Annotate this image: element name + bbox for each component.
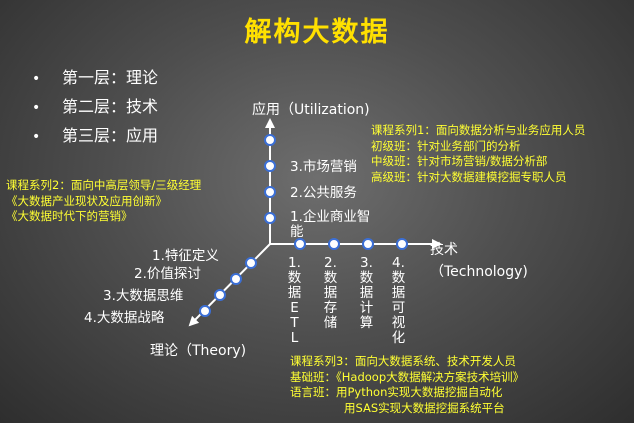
theory-node-label: 3.大数据思维 [103,288,184,304]
course-series-heading: 课程系列2：面向中高层领导/三级经理 [6,178,202,192]
layer-item: • 第一层：理论 [32,64,158,93]
utilization-node [264,212,276,224]
course-item: 基础班：《Hadoop大数据解决方案技术培训》 [290,369,525,384]
course-item: 用SAS实现大数据挖掘系统平台 [344,400,505,415]
course-series-2: 课程系列2：面向中高层领导/三级经理 《大数据产业现状及应用创新》 《大数据时代… [6,178,201,225]
course-item: 高级班：针对大数据建模挖掘专职人员 [371,169,567,184]
utilization-node-label: 3.市场营销 [290,159,357,175]
theory-node-label: 4.大数据战略 [84,310,165,326]
utilization-node [264,134,276,146]
theory-axis-label: 理论（Theory) [150,343,247,359]
utilization-node-label: 1.企业商业智能 [290,209,371,240]
layer-label: 第一层：理论 [62,68,159,87]
layer-label: 第二层：技术 [62,97,159,116]
page-title: 解构大数据 [244,17,390,48]
layer-item: • 第二层：技术 [32,93,158,122]
course-series-1: 课程系列1：面向数据分析与业务应用人员 初级班：针对业务部门的分析 中级班：针对… [371,123,585,185]
technology-node-label: 1.数据ETL [287,255,302,346]
theory-node [245,257,257,269]
layer-label: 第三层：应用 [62,126,159,145]
course-item: 初级班：针对业务部门的分析 [371,138,521,153]
technology-node-label: 4.数据可视化 [391,255,406,346]
theory-node [199,305,211,317]
technology-node [328,238,340,250]
bullet-icon: • [32,129,41,145]
course-item: 中级班：针对市场营销/数据分析部 [371,154,548,168]
course-series-3: 课程系列3：面向大数据系统、技术开发人员 基础班：《Hadoop大数据解决方案技… [290,354,524,416]
course-series-heading: 课程系列3：面向大数据系统、技术开发人员 [290,354,516,368]
layer-item: • 第三层：应用 [32,122,158,151]
technology-node [294,238,306,250]
course-series-heading: 课程系列1：面向数据分析与业务应用人员 [371,123,586,137]
technology-node [396,238,408,250]
bullet-icon: • [32,100,41,116]
theory-node-label: 1.特征定义 [152,248,219,264]
utilization-axis-label: 应用（Utilization) [252,102,370,118]
theory-node [230,273,242,285]
theory-node [214,289,226,301]
layer-list: • 第一层：理论 • 第二层：技术 • 第三层：应用 [32,64,158,151]
technology-node [362,238,374,250]
theory-node-label: 2.价值探讨 [134,266,201,282]
course-item: 《大数据产业现状及应用创新》 [6,193,167,208]
technology-node-label: 2.数据存储 [323,255,338,331]
utilization-node [264,160,276,172]
technology-node-label: 3.数据计算 [359,255,374,331]
course-item: 《大数据时代下的营销》 [6,209,133,223]
technology-axis-label: 技术 （Technology) [430,242,528,280]
utilization-node-label: 2.公共服务 [290,185,357,201]
utilization-node [264,186,276,198]
bullet-icon: • [32,71,41,87]
course-item: 语言班：用Python实现大数据挖掘自动化 [290,385,503,399]
